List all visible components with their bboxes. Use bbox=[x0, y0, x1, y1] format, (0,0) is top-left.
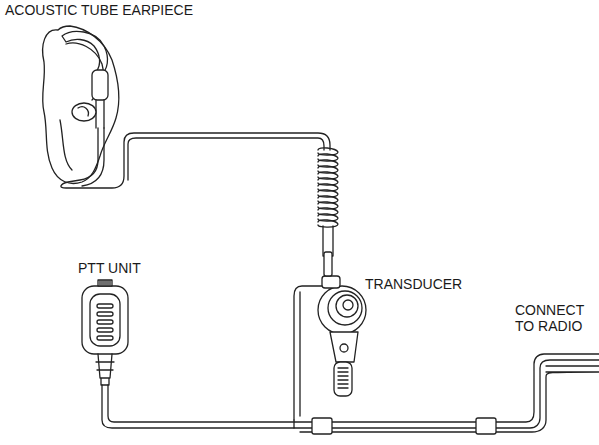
clip-pivot bbox=[340, 344, 348, 352]
ptt-rib bbox=[97, 304, 113, 308]
ear-outline bbox=[43, 26, 119, 183]
part-label: ACOUSTIC TUBE EARPIECE bbox=[4, 2, 194, 18]
clip-grip bbox=[334, 362, 352, 396]
cable-sleeve bbox=[312, 418, 332, 434]
part-label: TRANSDUCER bbox=[364, 276, 463, 292]
ptt-button bbox=[90, 294, 120, 346]
part-label: PTT UNIT bbox=[77, 260, 142, 276]
ptt-knurl bbox=[109, 281, 110, 285]
transducer-center bbox=[343, 300, 353, 310]
clip-rib bbox=[338, 371, 348, 372]
ptt-knurl bbox=[107, 281, 108, 285]
main-cable bbox=[294, 354, 599, 432]
clip-rib bbox=[338, 387, 348, 388]
clip-ribs bbox=[338, 368, 348, 388]
ptt-rib bbox=[97, 312, 113, 316]
transducer-top bbox=[322, 276, 340, 288]
ptt-housing bbox=[82, 286, 128, 354]
ptt-rib bbox=[97, 328, 113, 332]
transducer-nozzle bbox=[324, 252, 332, 276]
earpiece-tip-inner bbox=[78, 107, 88, 116]
clip-rib bbox=[338, 379, 348, 380]
transducer-clip bbox=[330, 332, 358, 362]
coiled-tube bbox=[318, 148, 338, 227]
ear-inner bbox=[60, 43, 103, 170]
transducer-ring-inner bbox=[336, 295, 358, 317]
transducer-body bbox=[318, 286, 366, 334]
acoustic-tube-inner bbox=[82, 128, 324, 186]
clip-rib bbox=[338, 375, 348, 376]
part-label: CONNECT TO RADIO bbox=[514, 302, 596, 334]
ptt-knurl bbox=[103, 281, 104, 285]
ptt-knurl bbox=[99, 281, 100, 285]
coil-turn bbox=[318, 220, 338, 227]
ptt-knurl bbox=[105, 281, 106, 285]
ptt-rib bbox=[97, 336, 113, 340]
clip-rib bbox=[338, 383, 348, 384]
cable-sleeve bbox=[476, 418, 496, 434]
clip-rib bbox=[338, 367, 348, 368]
earpiece-hook bbox=[62, 31, 107, 76]
earpiece-stem bbox=[96, 100, 104, 128]
ptt-top bbox=[98, 280, 112, 286]
ptt-knurl bbox=[101, 281, 102, 285]
ptt-ribs bbox=[97, 281, 113, 340]
earpiece-tip bbox=[72, 103, 96, 121]
ptt-cable bbox=[102, 385, 294, 428]
transducer-ring bbox=[328, 291, 362, 325]
ptt-rib bbox=[97, 320, 113, 324]
acoustic-tube bbox=[61, 128, 330, 188]
ptt-strain-relief bbox=[96, 354, 114, 385]
earpiece-body bbox=[92, 70, 108, 100]
